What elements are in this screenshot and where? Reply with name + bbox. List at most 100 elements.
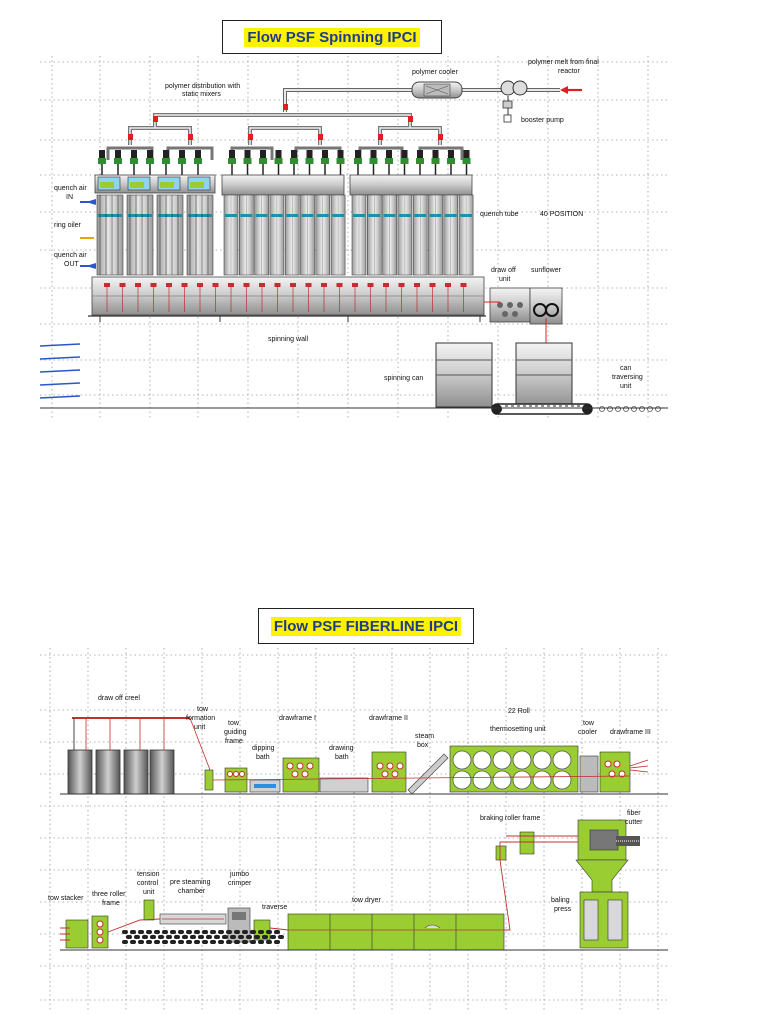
fiberline-diagram: draw off creel tow formation unit tow gu… [40,648,668,1010]
quench-tube [428,194,443,276]
spinneret [228,150,236,175]
static-mixer-marks [128,104,443,140]
label-tension: tension [137,871,160,878]
label-polymer-distribution: polymer distribution with [165,83,240,90]
spinneret [385,150,393,175]
quench-tubes [96,194,474,276]
quench-tube [239,194,254,276]
tow-formation-unit [204,769,214,791]
label-crimper: crimper [228,880,252,887]
label-quench-air-in: quench air [54,185,87,192]
quench-air-arrows [80,199,96,269]
spinneret [290,150,298,175]
fiberline-grid [40,648,668,1010]
label-unit: unit [620,383,631,390]
quench-tube [223,194,239,276]
fiber-cutter [577,819,640,861]
fiberline-title: Flow PSF FIBERLINE IPCI [270,616,462,636]
pre-steaming-chamber [159,913,227,925]
drawframe-1 [282,757,320,793]
quench-tube [300,194,315,276]
quench-tube [366,194,382,276]
drawframe-3 [599,751,649,793]
label-draw-off: draw off [491,267,516,274]
label-tow-guiding-2: guiding [224,729,247,736]
quench-tube [96,194,124,276]
dipping-bath [249,779,281,793]
spinneret [194,150,202,175]
spinneret [130,150,138,175]
label-control: control [137,880,158,887]
label-cooler: cooler [578,729,598,736]
spinneret [305,150,314,175]
label-draw-off-unit: unit [499,276,510,283]
quench-tube [412,194,428,276]
spinneret [431,150,440,175]
label-drawframe-2: drawframe II [369,715,408,722]
label-tow-guiding-1: tow [228,720,240,727]
label-polymer-melt: polymer melt from final [528,59,599,66]
spinning-beam-left [94,174,216,194]
label-fiber: fiber [627,810,641,817]
draw-off-unit [489,287,531,323]
label-traversing: traversing [612,374,643,381]
label-thermosetting: thermosetting unit [490,726,546,733]
label-tow-1: tow [583,720,595,727]
quench-tube [382,194,397,276]
label-tow-formation-1: tow [197,706,209,713]
label-quench-in: IN [66,194,73,201]
spinneret [259,150,267,175]
quench-tube [284,194,300,276]
booster-pump-unit [500,80,528,123]
braking-roller-frame [495,831,535,861]
tow-path [107,835,578,933]
label-unit-2: unit [143,889,154,896]
label-tow-stacker: tow stacker [48,895,84,902]
spinneret [146,150,154,175]
tension-control-unit [143,899,155,921]
label-tow-guiding-3: frame [225,738,243,745]
label-quench-tube: quench tube [480,211,519,218]
quench-tube [156,194,184,276]
label-booster-pump: booster pump [521,117,564,124]
steam-box [407,753,449,795]
distribution-header [128,113,442,145]
label-quench-air-out: quench air [54,252,87,259]
side-air-streams [39,343,81,399]
label-drawframe-1: drawframe I [279,715,316,722]
drawframe-2 [371,751,407,793]
quench-tube [351,194,367,276]
label-pre-steaming: pre steaming [170,879,211,886]
label-bath-2: bath [335,754,349,761]
spinneret [114,150,122,175]
spinneret [98,150,106,175]
quench-tube [458,194,474,276]
spinneret [178,150,186,175]
draw-off-creel [67,717,211,795]
spinneret [369,150,378,175]
spinneret [274,150,283,175]
spinning-can-1 [435,342,493,408]
spinning-beam-right [349,174,473,196]
label-cutter: cutter [625,819,643,826]
label-22-roll: 22 Roll [508,708,530,715]
fiberline-title-box: Flow PSF FIBERLINE IPCI [258,608,474,644]
spinning-title-box: Flow PSF Spinning IPCI [222,20,442,54]
label-press: press [554,906,572,913]
spinning-diagram: polymer distribution with static mixers … [39,56,668,418]
baling-press [575,859,629,949]
spinneret [447,150,455,175]
spinneret [462,150,471,175]
label-reactor: reactor [558,68,580,75]
label-dipping: dipping [252,745,275,752]
tow-pile [122,930,284,944]
three-roller-frame [91,915,109,949]
label-ring-oiler: ring oiler [54,222,82,229]
quench-tube [330,194,346,276]
quench-tube [269,194,285,276]
label-traverse: traverse [262,904,287,911]
label-spinning-can: spinning can [384,375,423,382]
label-drawframe-3: drawframe III [610,729,651,736]
label-box: box [417,742,429,749]
